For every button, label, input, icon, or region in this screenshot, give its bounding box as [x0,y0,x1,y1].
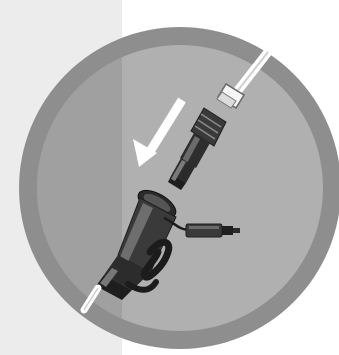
connector-illustration [0,0,339,355]
connector-illustration-svg [0,0,339,355]
